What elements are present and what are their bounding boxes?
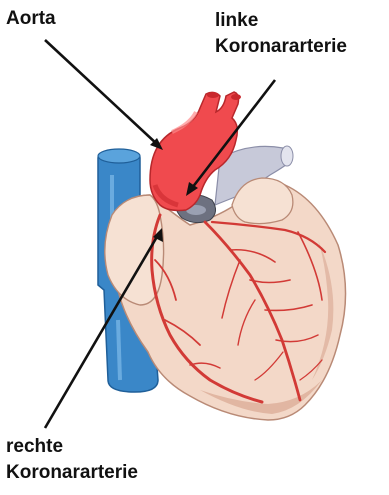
right-coronary-label-line1: rechte xyxy=(6,434,138,460)
left-coronary-label: linke Koronararterie xyxy=(215,8,347,60)
aorta-label: Aorta xyxy=(6,6,56,32)
aorta-label-text: Aorta xyxy=(6,6,56,32)
right-coronary-label: rechte Koronararterie xyxy=(6,434,138,486)
aorta-leader-line xyxy=(45,40,158,145)
left-coronary-label-line1: linke xyxy=(215,8,347,34)
right-coronary-label-line2: Koronararterie xyxy=(6,460,138,486)
left-coronary-label-line2: Koronararterie xyxy=(215,34,347,60)
